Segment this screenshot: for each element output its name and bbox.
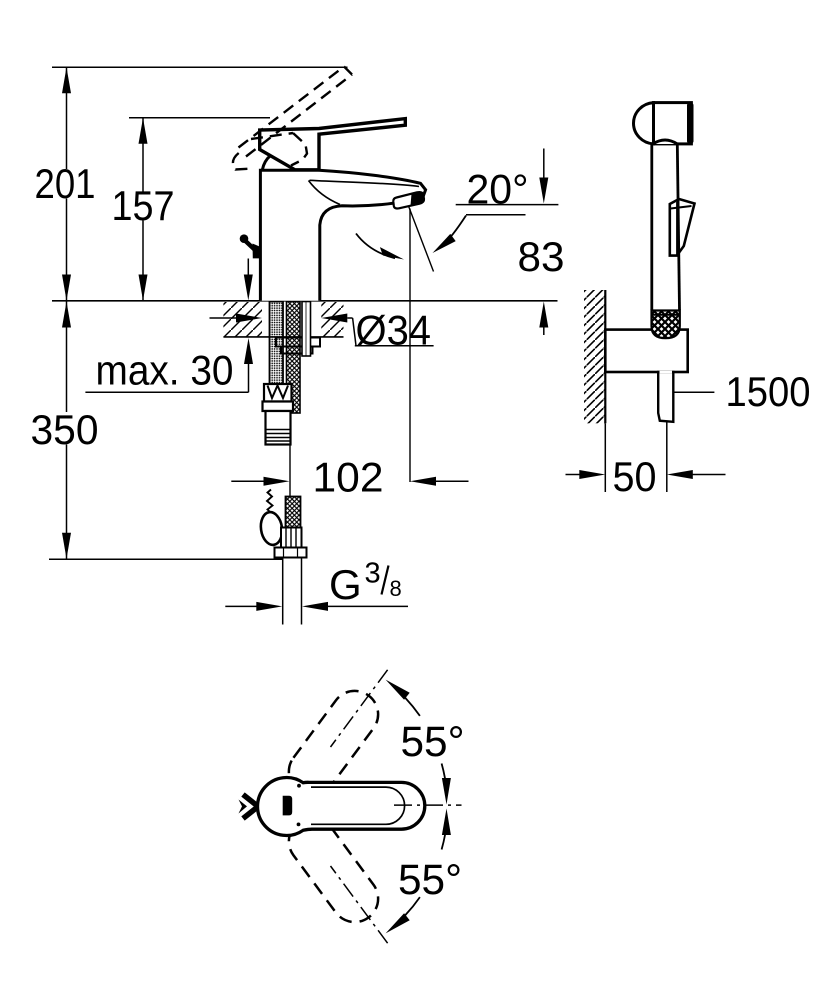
svg-text:Ø34: Ø34 [356,307,432,354]
svg-text:1500: 1500 [726,368,811,415]
svg-text:max. 30: max. 30 [96,347,234,394]
svg-text:3: 3 [365,558,381,590]
svg-text:350: 350 [31,406,99,453]
svg-text:G: G [329,561,362,608]
svg-text:102: 102 [313,454,384,501]
svg-text:55°: 55° [398,856,462,904]
svg-text:50: 50 [613,453,657,500]
svg-text:201: 201 [35,160,96,207]
svg-text:20°: 20° [467,166,529,213]
svg-text:83: 83 [518,233,565,280]
svg-text:8: 8 [390,576,402,601]
svg-text:55°: 55° [401,718,465,766]
svg-text:157: 157 [112,182,175,229]
